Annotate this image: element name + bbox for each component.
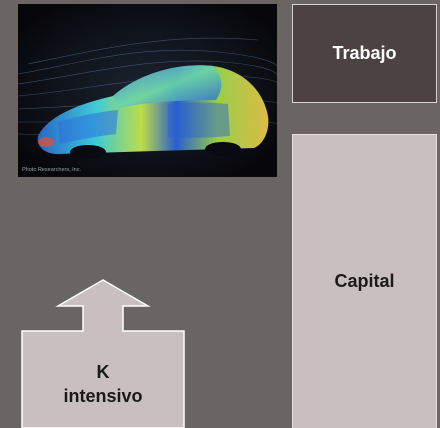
capital-box: Capital (292, 134, 437, 428)
callout-label: K intensivo (22, 360, 184, 408)
photo-credit: Photo Researchers, Inc. (22, 167, 82, 173)
car-airflow-photo: Photo Researchers, Inc. (18, 4, 277, 177)
callout-line-1: K (96, 362, 110, 382)
capital-label: Capital (334, 271, 395, 291)
trabajo-box: Trabajo (292, 4, 437, 103)
car-airflow-image (18, 4, 277, 177)
callout-line-2: intensivo (63, 386, 143, 406)
trabajo-label: Trabajo (332, 43, 397, 63)
